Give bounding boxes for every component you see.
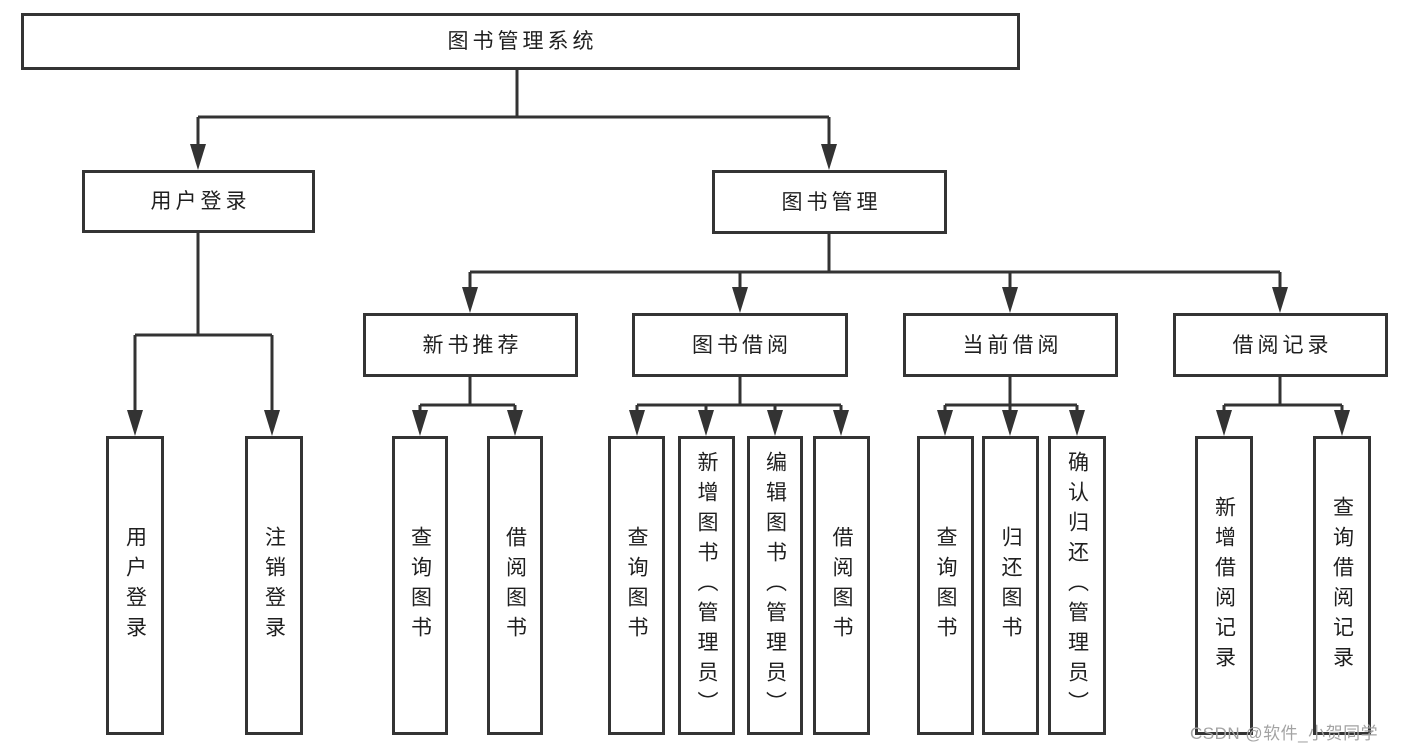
leaf-add-borrow-record: 新增借阅记录: [1195, 436, 1253, 735]
leaf-borrow-books: 借阅图书: [813, 436, 870, 735]
connector-root-to-level2: [190, 70, 837, 170]
connector-book-borrow-to-leaves: [629, 377, 849, 436]
leaf-query-books-recommend: 查询图书: [392, 436, 448, 735]
leaf-user-login: 用户登录: [106, 436, 164, 735]
node-root-library-system: 图书管理系统: [21, 13, 1020, 70]
leaf-confirm-return-admin: 确认归还（管理员）: [1048, 436, 1106, 735]
node-user-login: 用户登录: [82, 170, 315, 233]
leaf-borrow-books-recommend: 借阅图书: [487, 436, 543, 735]
leaf-query-books-current: 查询图书: [917, 436, 974, 735]
leaf-logout: 注销登录: [245, 436, 303, 735]
node-book-borrow: 图书借阅: [632, 313, 848, 377]
connector-current-borrow-to-leaves: [937, 377, 1085, 436]
node-borrow-records: 借阅记录: [1173, 313, 1388, 377]
leaf-add-book-admin: 新增图书（管理员）: [678, 436, 735, 735]
node-book-management: 图书管理: [712, 170, 947, 234]
connector-new-book-recommend-to-leaves: [412, 377, 523, 436]
leaf-query-books-borrow: 查询图书: [608, 436, 665, 735]
connector-borrow-records-to-leaves: [1216, 377, 1350, 436]
leaf-edit-book-admin: 编辑图书（管理员）: [747, 436, 803, 735]
leaf-query-borrow-record: 查询借阅记录: [1313, 436, 1371, 735]
node-current-borrow: 当前借阅: [903, 313, 1118, 377]
leaf-return-book: 归还图书: [982, 436, 1039, 735]
connector-user-login-to-leaves: [127, 233, 280, 436]
node-new-book-recommend: 新书推荐: [363, 313, 578, 377]
connector-book-management-to-level3: [462, 234, 1288, 313]
csdn-watermark: CSDN @软件_小贺同学: [1190, 724, 1379, 743]
